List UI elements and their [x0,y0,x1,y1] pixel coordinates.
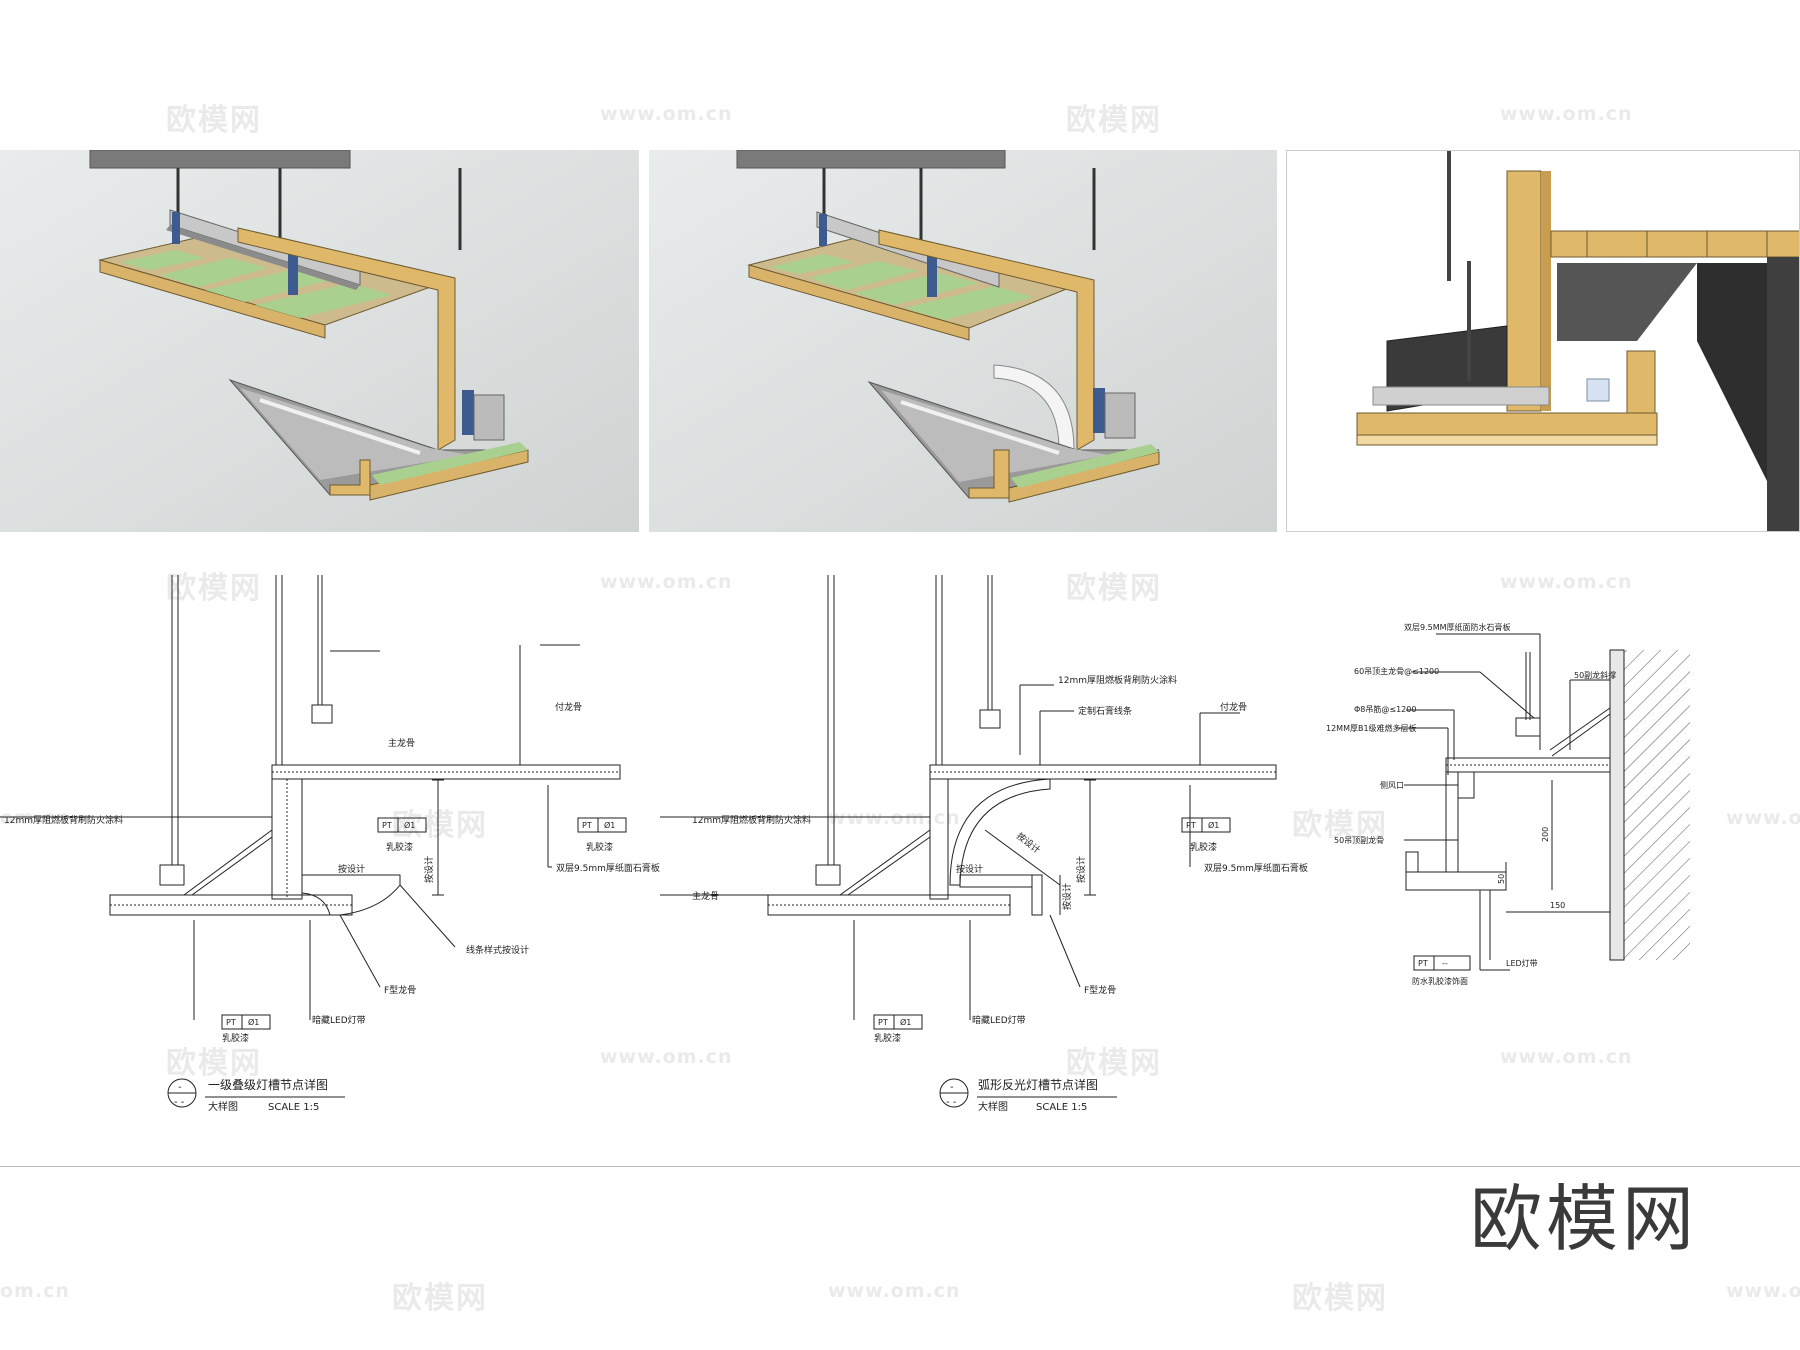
label-by-design-vertical: 按设计 [1061,883,1073,910]
pt-tag: PT [1186,821,1196,830]
pt-tag: PT [382,821,392,830]
title-symbol: - - [946,1097,957,1108]
label-by-design: 按设计 [956,863,983,875]
label-b1-board: 12MM厚B1级难燃多层板 [1326,723,1417,733]
label-double-board: 双层9.5MM厚纸面防水石膏板 [1404,622,1511,632]
watermark: www.om.cn [1500,571,1633,593]
pt-tag: PT [582,821,592,830]
label-finish: 防水乳胶漆饰面 [1412,976,1468,986]
label-main-keel-60: 60吊顶主龙骨@≤1200 [1354,666,1439,676]
detail-drawing-3: PT -- 双层9.5MM厚纸面防水石膏板 60吊顶主龙骨@≤1200 Φ8吊筋… [1320,600,1800,1020]
code-tag: Ø1 [404,820,415,830]
label-fire-board-top: 12mm厚阻燃板背刷防火涂料 [1058,674,1177,686]
dim-200: 200 [1541,827,1550,842]
code-tag: Ø1 [604,820,615,830]
pt-tag: PT [226,1018,236,1027]
watermark: www.om.cn [1500,103,1633,125]
render-panel-1 [0,150,639,532]
label-gypsum-board: 双层9.5mm厚纸面石膏板 [1204,862,1308,874]
watermark: www.om.cn [600,103,733,125]
label-by-design-diagonal: 按设计 [1014,830,1043,856]
label-latex-paint: 乳胶漆 [586,841,613,853]
title-symbol: - - [174,1097,185,1108]
detail-drawing-1: PT Ø1 PT Ø1 PT Ø1 主龙骨 付龙骨 12mm厚阻燃板背刷防火涂料… [0,575,660,1115]
label-gypsum-board: 双层9.5mm厚纸面石膏板 [556,862,660,874]
detail-drawing-2: PT Ø1 PT Ø1 12mm厚阻燃板背刷防火涂料 定制石膏线条 付龙骨 12… [660,575,1320,1115]
label-fire-board-left: 12mm厚阻燃板背刷防火涂料 [692,814,811,826]
render-panel-3 [1286,150,1800,532]
detail-title: 一级叠级灯槽节点详图 [208,1077,328,1092]
label-f-keel: F型龙骨 [1084,984,1116,996]
label-latex-paint: 乳胶漆 [1190,841,1217,853]
brand-logo-text: 欧模网 [1470,1177,1699,1261]
title-symbol: - [178,1082,182,1093]
label-main-keel: 主龙骨 [692,890,719,902]
label-fire-board: 12mm厚阻燃板背刷防火涂料 [4,814,123,826]
label-rod-8: Φ8吊筋@≤1200 [1354,704,1416,714]
label-by-design-vertical: 按设计 [423,856,435,883]
render-panel-2 [649,150,1277,532]
code-tag: -- [1442,959,1448,968]
watermark: 欧模网 [166,103,262,138]
label-custom-gypsum-line: 定制石膏线条 [1078,705,1132,717]
code-tag: Ø1 [1208,820,1219,830]
label-keel-50: 50吊顶副龙骨 [1334,835,1384,845]
pt-tag: PT [1418,959,1428,968]
watermark: www.om.cn [828,1280,961,1302]
label-latex-paint: 乳胶漆 [386,841,413,853]
divider [0,1166,1800,1167]
watermark: www.om.cn [1500,1046,1633,1068]
label-by-design: 按设计 [338,863,365,875]
title-symbol: - [950,1082,954,1093]
pt-tag: PT [878,1018,888,1027]
watermark: om.cn [0,1280,70,1302]
label-latex-paint: 乳胶漆 [222,1032,249,1044]
label-by-design-vertical: 按设计 [1075,856,1087,883]
label-sub-keel: 付龙骨 [555,701,582,713]
watermark: 欧模网 [1066,103,1162,138]
watermark: 欧模网 [392,1281,488,1316]
detail-scale: SCALE 1:5 [1036,1102,1087,1113]
label-line-style: 线条样式按设计 [466,944,529,956]
label-led-strip: LED灯带 [1506,958,1538,968]
code-tag: Ø1 [248,1017,259,1027]
dim-50: 50 [1497,874,1506,884]
label-sub-keel: 付龙骨 [1220,701,1247,713]
label-side-vent: 侧风口 [1380,780,1404,790]
label-latex-paint: 乳胶漆 [874,1032,901,1044]
detail-title: 弧形反光灯槽节点详图 [978,1077,1098,1092]
watermark: 欧模网 [1292,1281,1388,1316]
label-brace-50: 50副龙斜撑 [1574,670,1616,680]
detail-scale: SCALE 1:5 [268,1102,319,1113]
label-led-strip: 暗藏LED灯带 [972,1014,1026,1026]
detail-subtitle: 大样图 [208,1100,238,1113]
dim-150: 150 [1550,901,1565,910]
label-f-keel: F型龙骨 [384,984,416,996]
detail-subtitle: 大样图 [978,1100,1008,1113]
label-led-strip: 暗藏LED灯带 [312,1014,366,1026]
code-tag: Ø1 [900,1017,911,1027]
label-main-keel: 主龙骨 [388,737,415,749]
watermark: www.om.cn [1726,1280,1800,1302]
